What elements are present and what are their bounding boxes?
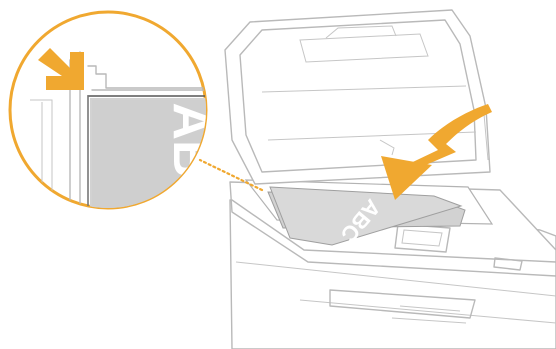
document-feeder-lid [225, 10, 490, 184]
magnified-corner-detail: AB [10, 12, 222, 240]
magnified-document-text: AB [162, 102, 220, 177]
